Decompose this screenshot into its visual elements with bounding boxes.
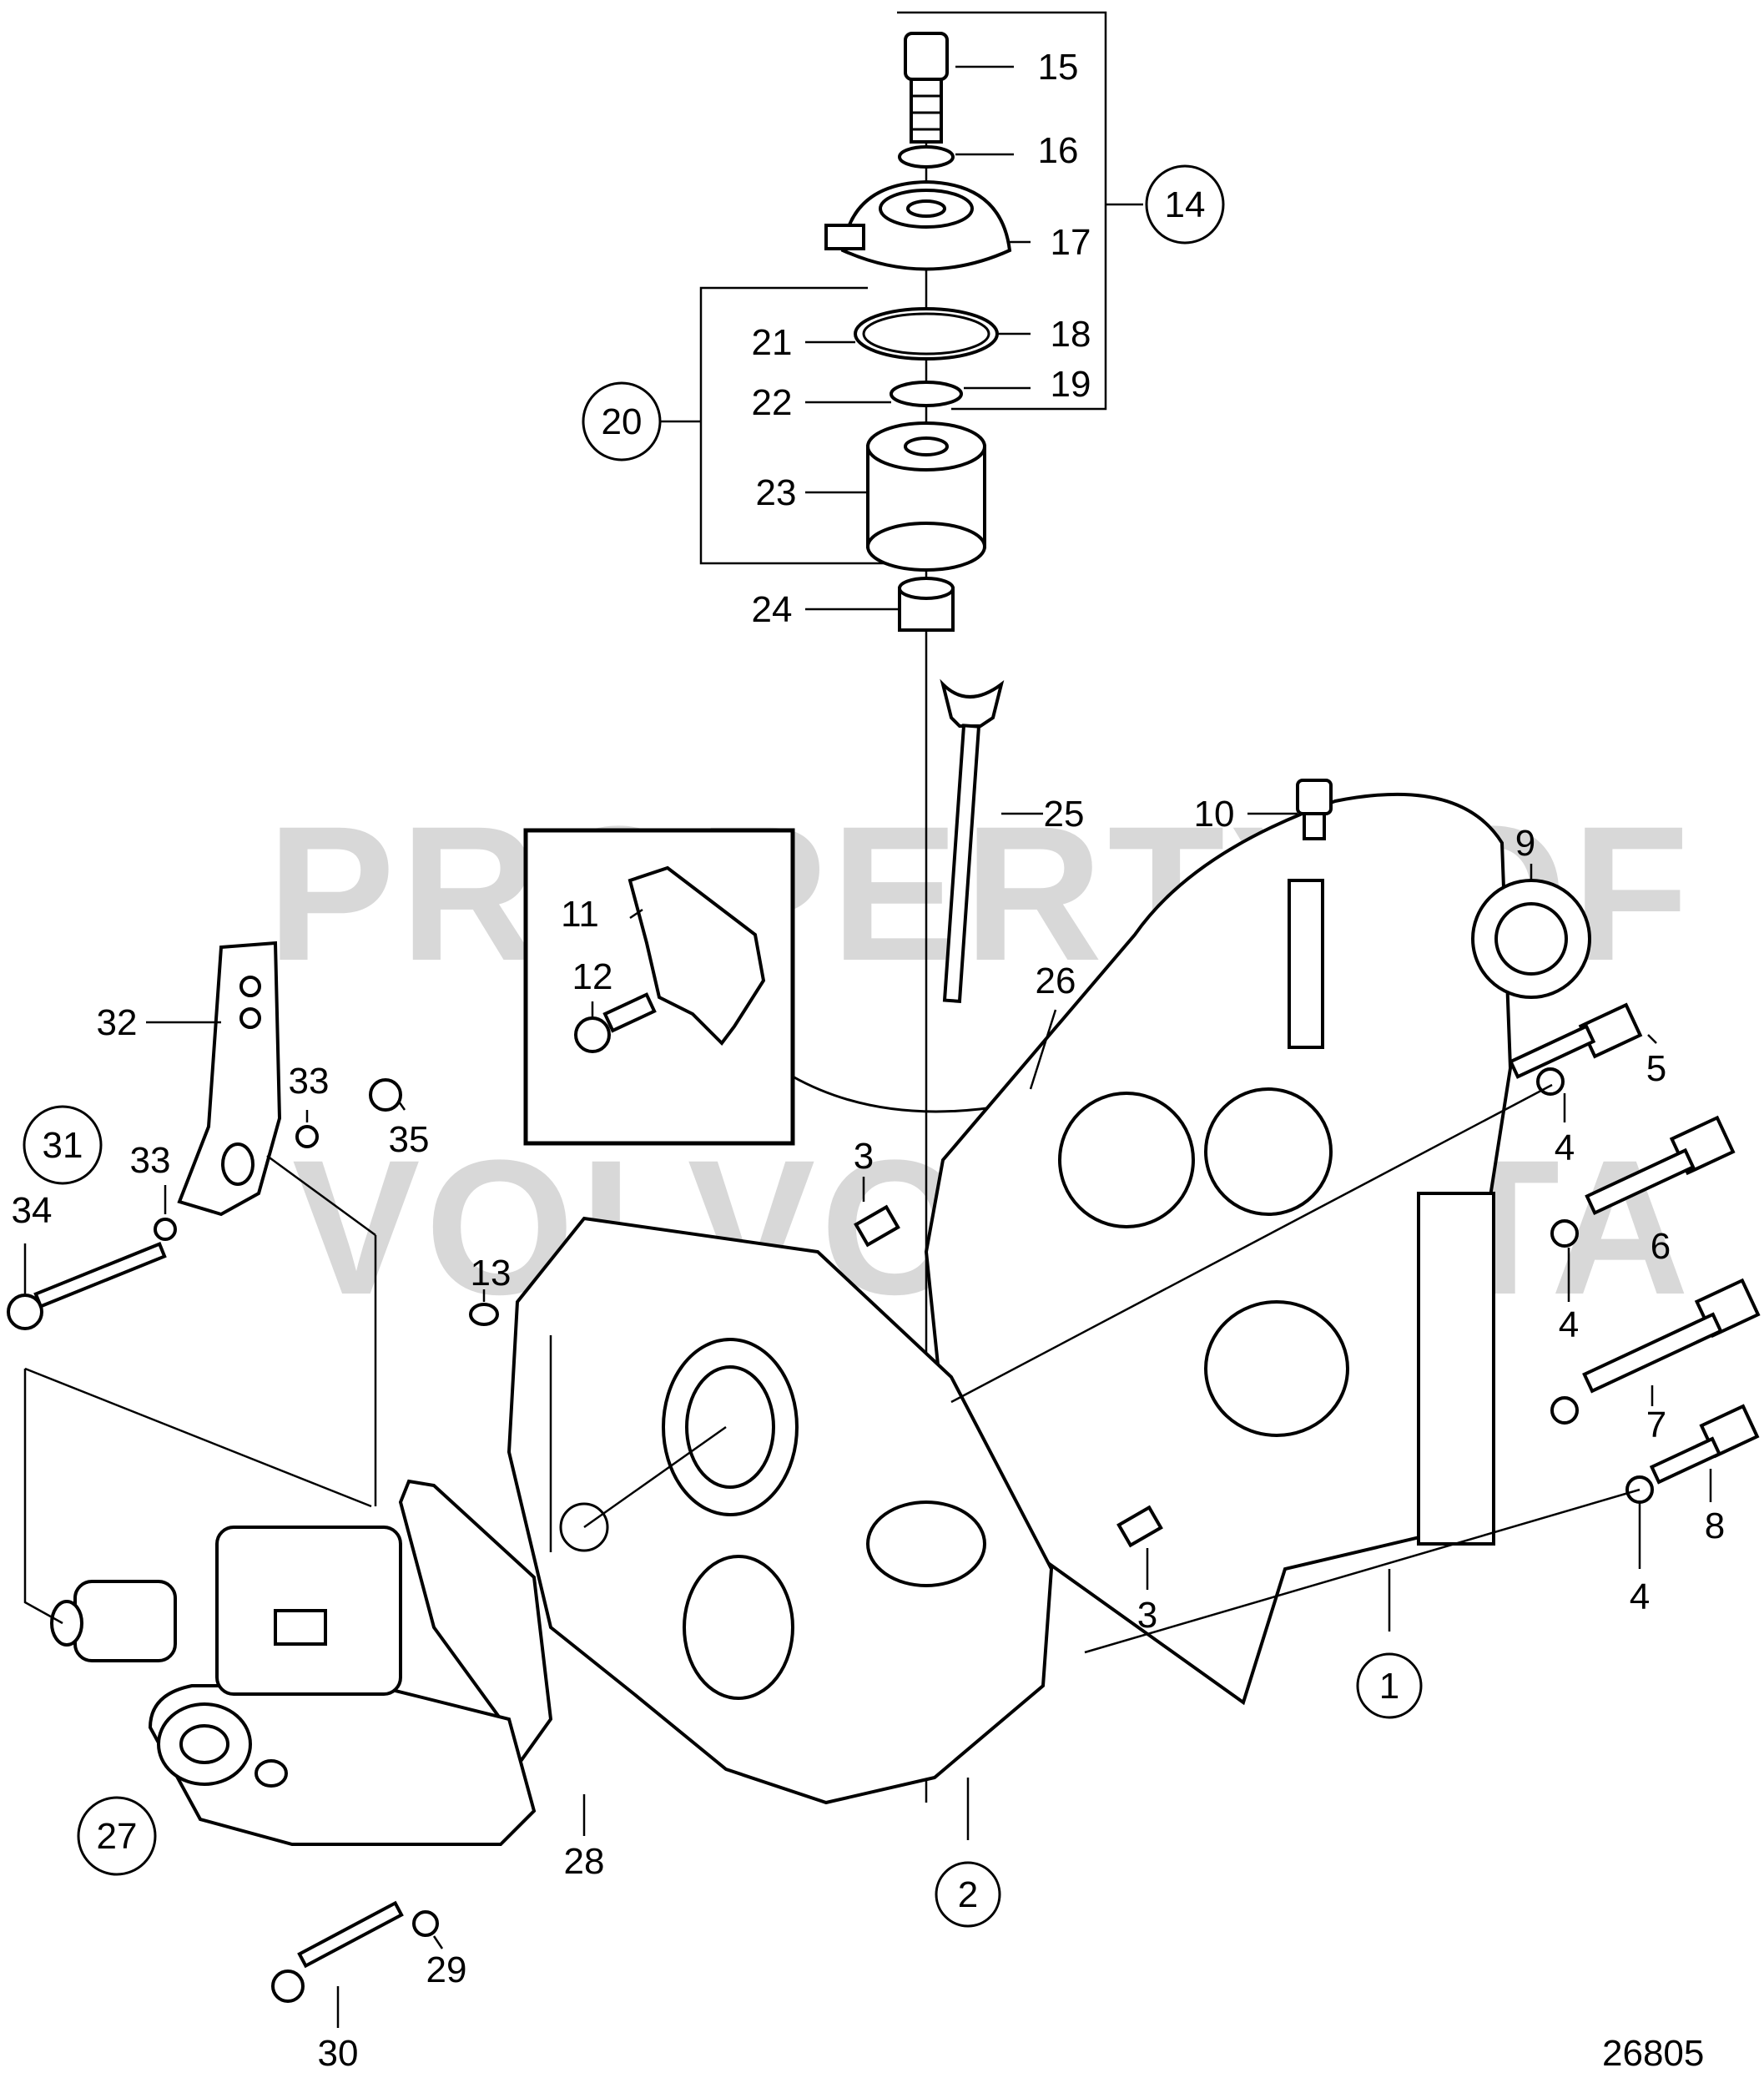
gasket-28 (398, 1479, 553, 1783)
label-4-b: 4 (1559, 1304, 1579, 1345)
gasket-inset-box (523, 828, 795, 1146)
label-4-c: 4 (1630, 1576, 1650, 1617)
housing-1 (924, 792, 1513, 1706)
o-ring-18 (854, 307, 999, 361)
nut-35 (369, 1078, 402, 1112)
o-ring-19 (890, 381, 963, 407)
filter-cover-17 (824, 179, 1012, 271)
part-labels: 3 3 4 4 4 4 5 6 7 8 9 10 11 12 13 15 16 … (12, 47, 1726, 2074)
label-13: 13 (471, 1253, 512, 1294)
label-30: 30 (318, 2033, 359, 2074)
spacer-24 (898, 577, 955, 632)
bracket-20 (699, 286, 910, 565)
label-33-upper: 33 (289, 1061, 330, 1102)
label-23: 23 (756, 472, 797, 513)
bolt-6 (1585, 1115, 1736, 1216)
label-3-upper: 3 (854, 1136, 874, 1177)
callout-14: 14 (1145, 164, 1225, 245)
svg-text:31: 31 (43, 1125, 83, 1166)
sensor-10 (1296, 779, 1333, 840)
screw-15 (904, 32, 949, 144)
label-19: 19 (1051, 364, 1091, 405)
label-24: 24 (752, 589, 793, 630)
svg-text:2: 2 (958, 1874, 978, 1915)
washer-33-lower (154, 1218, 177, 1241)
svg-text:14: 14 (1165, 184, 1206, 225)
drawing-number: 26805 (1602, 2033, 1704, 2074)
label-32: 32 (97, 1002, 138, 1043)
washer-33-upper (295, 1125, 319, 1148)
washers-4 (1536, 1067, 1654, 1504)
dipstick-25 (940, 678, 1005, 1003)
label-28: 28 (564, 1841, 605, 1882)
bolt-30 (271, 1900, 404, 2003)
callout-31: 31 (23, 1105, 103, 1185)
label-35: 35 (389, 1119, 430, 1160)
plug-13 (469, 1303, 499, 1326)
callout-2: 2 (935, 1861, 1001, 1928)
label-22: 22 (752, 382, 793, 423)
pump-27 (50, 1526, 537, 1846)
washer-29 (412, 1910, 439, 1937)
leader-lines (23, 65, 1712, 2028)
assembly-lines (23, 1083, 1641, 1654)
callout-27: 27 (77, 1796, 157, 1876)
oil-filter-assembly (824, 32, 1012, 632)
bolt-7 (1582, 1278, 1761, 1394)
svg-text:27: 27 (97, 1816, 138, 1857)
dowel-pin-3-lower (1116, 1505, 1163, 1548)
label-17: 17 (1051, 222, 1091, 263)
label-15: 15 (1038, 47, 1079, 88)
label-8: 8 (1705, 1505, 1725, 1546)
label-25: 25 (1044, 794, 1085, 835)
label-34: 34 (12, 1190, 53, 1231)
dowel-pin-3-upper (854, 1204, 900, 1248)
label-21: 21 (752, 322, 793, 363)
label-9: 9 (1515, 823, 1535, 864)
bolt-34 (7, 1242, 167, 1330)
label-33-lower: 33 (130, 1140, 171, 1181)
housing-2 (507, 1216, 1054, 1805)
label-5: 5 (1646, 1048, 1666, 1089)
label-11: 11 (561, 894, 599, 935)
label-7: 7 (1646, 1405, 1666, 1445)
svg-text:1: 1 (1379, 1666, 1399, 1707)
label-3-lower: 3 (1137, 1595, 1157, 1636)
label-12: 12 (572, 956, 613, 997)
bracket-32 (177, 941, 282, 1217)
label-16: 16 (1038, 130, 1079, 171)
svg-text:20: 20 (602, 401, 643, 442)
label-10: 10 (1194, 794, 1235, 835)
bolt-8 (1649, 1404, 1760, 1485)
seal-9 (1471, 879, 1591, 999)
group-callouts: 1 2 14 20 27 31 (23, 164, 1423, 1928)
label-26: 26 (1036, 961, 1076, 1001)
label-29: 29 (426, 1949, 467, 1990)
label-18: 18 (1051, 314, 1091, 355)
label-6: 6 (1651, 1226, 1671, 1267)
screw-12 (574, 992, 657, 1053)
washer-16 (898, 145, 955, 169)
bolt-5 (1508, 1002, 1643, 1079)
filter-element-23 (866, 421, 986, 572)
gasket-11 (627, 865, 766, 1047)
callout-20: 20 (582, 381, 662, 461)
bracket-14 (897, 11, 1107, 411)
callout-1: 1 (1356, 1652, 1423, 1719)
label-4-a: 4 (1555, 1127, 1575, 1168)
